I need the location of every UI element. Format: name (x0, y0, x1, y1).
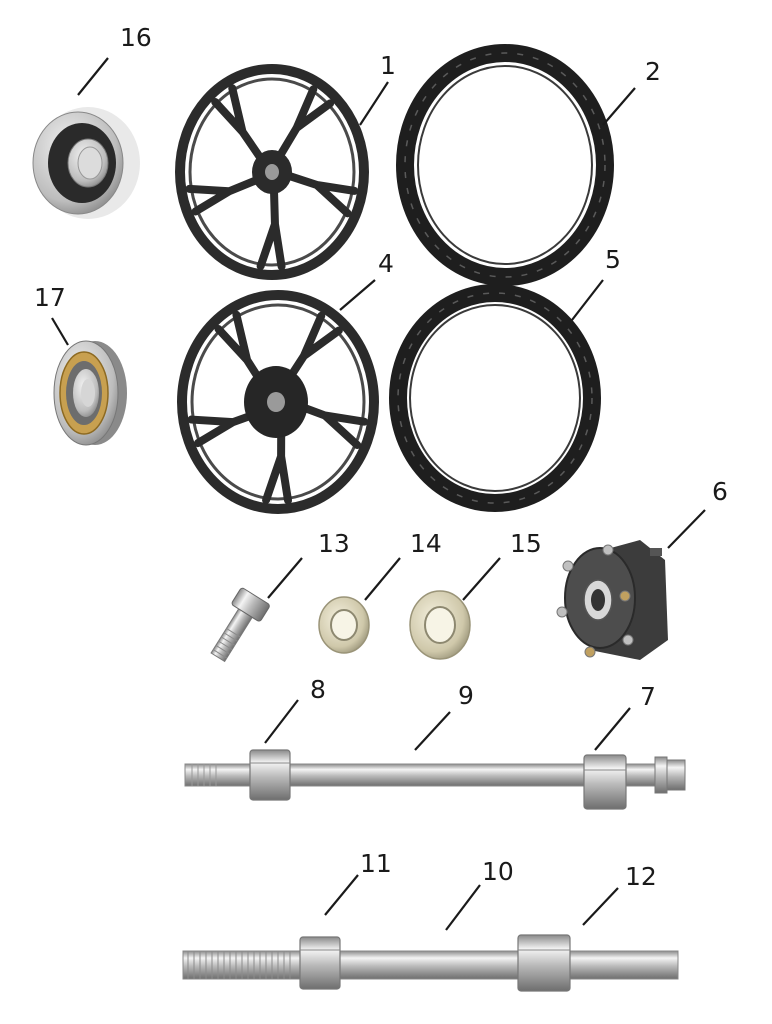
spacer (249, 749, 291, 801)
leader-line-15 (462, 557, 501, 601)
spacer (299, 936, 341, 990)
axle (182, 950, 679, 980)
callout-1: 1 (380, 51, 396, 80)
spacer (583, 754, 627, 810)
callout-2: 2 (645, 57, 661, 86)
leader-line-1 (359, 81, 389, 126)
callout-5: 5 (605, 245, 621, 274)
wheel-spoke (301, 404, 369, 450)
wheel-spoke (211, 84, 264, 162)
leader-line-4 (339, 279, 376, 311)
rear-tire (389, 284, 601, 512)
leader-line-12 (324, 874, 359, 916)
spacer (517, 934, 571, 992)
callout-4: 4 (378, 249, 394, 278)
front-tire (396, 44, 614, 286)
leader-line-10 (445, 884, 481, 931)
wheel-spoke (214, 310, 264, 383)
wheel-spoke (185, 176, 260, 216)
wheel-spoke (285, 172, 359, 218)
leader-lines (51, 57, 706, 931)
callout-6: 6 (712, 477, 728, 506)
leader-line-14 (364, 557, 401, 601)
callout-7: 7 (640, 682, 656, 711)
wheel-spoke (187, 411, 257, 448)
wheel-spoke (276, 85, 335, 159)
leader-line-2 (602, 87, 636, 126)
callout-11: 12 (625, 862, 657, 891)
callout-10: 10 (482, 857, 514, 886)
rear-wheel-rim (177, 290, 379, 514)
ball-bearing (53, 340, 127, 446)
callout-9: 9 (458, 681, 474, 710)
callout-14: 14 (410, 529, 442, 558)
callout-16: 16 (120, 23, 152, 52)
wheel-spoke (287, 311, 343, 379)
bolt (210, 587, 270, 663)
leader-line-11 (582, 887, 619, 926)
leader-line-5 (571, 279, 604, 321)
leader-line-13 (267, 557, 303, 599)
nut (409, 590, 471, 660)
leader-line-17 (51, 317, 69, 346)
sprocket-hub (556, 540, 668, 660)
callout-12: 11 (360, 849, 392, 878)
nut (318, 596, 370, 654)
axle (184, 756, 686, 794)
callout-15: 15 (510, 529, 542, 558)
callout-13: 13 (318, 529, 350, 558)
sealed-ball-bearing (32, 107, 140, 219)
wheel-spoke (262, 429, 293, 505)
leader-line-8 (264, 699, 299, 744)
callout-17: 17 (34, 283, 66, 312)
leader-line-7 (594, 707, 631, 751)
callout-labels: 16 1 2 17 4 5 6 13 14 15 8 9 7 11 10 12 (34, 23, 728, 891)
leader-line-6 (667, 509, 706, 549)
front-wheel-rim (175, 64, 369, 280)
leader-line-16 (77, 57, 109, 96)
leader-line-9 (414, 711, 451, 751)
wheel-spoke (256, 188, 286, 271)
callout-8: 8 (310, 675, 326, 704)
